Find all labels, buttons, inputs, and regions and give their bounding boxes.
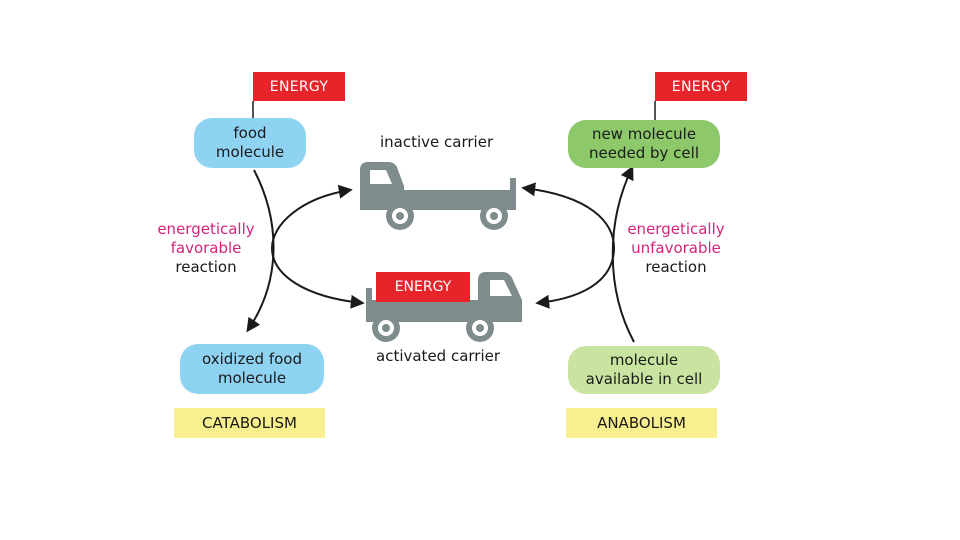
food-molecule: food molecule: [194, 118, 306, 168]
anabolism-tag: ANABOLISM: [566, 408, 717, 438]
catabolism-tag: CATABOLISM: [174, 408, 325, 438]
favorable-line2: favorable: [170, 239, 242, 257]
oxidized-food-molecule: oxidized food molecule: [180, 344, 324, 394]
oxidized-food-molecule-text: oxidized food molecule: [202, 350, 302, 387]
energy-label-left: ENERGY: [253, 72, 345, 101]
new-molecule: new molecule needed by cell: [568, 120, 720, 168]
favorable-line1: energetically: [157, 220, 255, 238]
unfavorable-reaction-label: energetically unfavorable reaction: [618, 220, 734, 277]
carrier-deactivation-arrow: [521, 182, 616, 309]
carrier-activation-arrow: [270, 184, 365, 309]
available-molecule-text: molecule available in cell: [585, 351, 703, 388]
inactive-carrier-truck-icon: [360, 162, 516, 230]
activated-carrier-energy-cargo: ENERGY: [376, 272, 470, 302]
favorable-reaction-label: energetically favorable reaction: [148, 220, 264, 277]
unfavorable-line3: reaction: [645, 258, 707, 276]
unfavorable-line1: energetically: [627, 220, 725, 238]
new-molecule-text: new molecule needed by cell: [589, 125, 699, 162]
catabolism-main-arrow: [246, 169, 275, 333]
activated-carrier-label: activated carrier: [376, 347, 501, 365]
unfavorable-line2: unfavorable: [631, 239, 721, 257]
activated-carrier-truck-icon: [366, 272, 522, 342]
inactive-carrier-label: inactive carrier: [380, 133, 494, 151]
available-molecule: molecule available in cell: [568, 346, 720, 394]
food-molecule-text: food molecule: [215, 124, 285, 161]
energy-label-right: ENERGY: [655, 72, 747, 101]
favorable-line3: reaction: [175, 258, 237, 276]
